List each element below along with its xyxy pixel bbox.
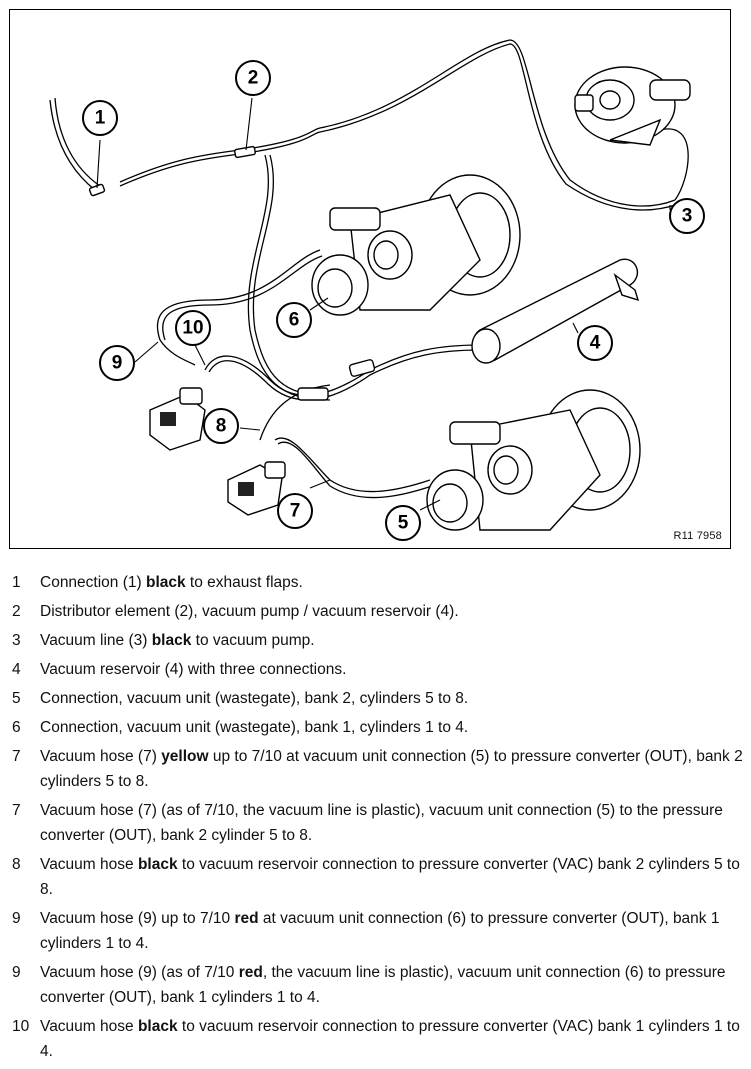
turbocharger-bank-1 (311, 174, 521, 316)
legend-item: 7 Vacuum hose (7) (as of 7/10, the vacuum… (0, 798, 751, 852)
svg-text:9: 9 (112, 353, 123, 374)
legend-number: 5 (12, 690, 21, 707)
hose-9 (156, 249, 321, 341)
legend-color-term: black (137, 856, 178, 873)
legend-number: 3 (12, 632, 21, 649)
legend-text-part: up to 7/10 at vacuum unit connection (5)… (40, 748, 743, 790)
callout-1: 1 (82, 100, 118, 136)
legend-text-part: Vacuum line (3) (40, 632, 152, 649)
turbocharger-bank-2 (426, 389, 641, 531)
hose-7 (274, 437, 431, 493)
legend-number: 10 (12, 1018, 30, 1035)
legend-text-part: to exhaust flaps. (185, 574, 303, 591)
legend-color-term: yellow (161, 748, 209, 765)
legend-text: Vacuum line (3) black to vacuum pump. (40, 628, 746, 653)
legend-text: Vacuum hose (9) (as of 7/10 red, the vac… (40, 960, 746, 1010)
callout-6: 6 (276, 302, 312, 338)
vacuum-system-figure: 1 2 3 4 5 6 7 8 9 10 R11 7958 (9, 9, 731, 549)
callout-4: 4 (577, 325, 613, 361)
pressure-converter-bank-1 (149, 387, 206, 451)
legend-text-part: to vacuum reservoir connection to pressu… (40, 856, 740, 898)
svg-text:2: 2 (248, 68, 259, 89)
legend-text-part: Connection, vacuum unit (wastegate), ban… (40, 719, 469, 736)
legend-item: 5 Connection, vacuum unit (wastegate), ba… (0, 686, 751, 715)
pressure-converter-bank-2 (227, 461, 286, 516)
svg-text:1: 1 (95, 108, 106, 129)
svg-text:4: 4 (590, 333, 601, 354)
legend-text: Connection, vacuum unit (wastegate), ban… (40, 686, 746, 711)
vacuum-reservoir (471, 258, 640, 364)
legend-number: 8 (12, 856, 21, 873)
legend-text: Vacuum hose (7) (as of 7/10, the vacuum … (40, 798, 746, 848)
legend-color-term: red (238, 964, 263, 981)
legend-text-part: Connection, vacuum unit (wastegate), ban… (40, 690, 469, 707)
vacuum-system-diagram: 1 2 3 4 5 6 7 8 9 10 (49, 39, 705, 541)
legend-text-part: Vacuum hose (7) (as of 7/10, the vacuum … (40, 802, 723, 844)
legend-item: 3 Vacuum line (3) black to vacuum pump. (0, 628, 751, 657)
legend-text: Vacuum hose black to vacuum reservoir co… (40, 1014, 746, 1064)
legend-text-part: Vacuum hose (9) (as of 7/10 (40, 964, 239, 981)
callout-7: 7 (277, 493, 313, 529)
legend-color-term: black (151, 632, 192, 649)
vacuum-pump (574, 66, 691, 146)
legend-item: 10 Vacuum hose black to vacuum reservoir … (0, 1014, 751, 1068)
hose-8 (259, 384, 331, 441)
legend-text-part: Connection (1) (40, 574, 146, 591)
legend-text-part: Vacuum hose (40, 1018, 138, 1035)
legend-text-part: to vacuum pump. (191, 632, 315, 649)
legend-item: 1 Connection (1) black to exhaust flaps. (0, 570, 751, 599)
svg-text:10: 10 (182, 318, 203, 339)
legend-text-part: Vacuum hose (40, 856, 138, 873)
callout-9: 9 (99, 345, 135, 381)
legend-number: 6 (12, 719, 21, 736)
legend-item: 9 Vacuum hose (9) (as of 7/10 red, the va… (0, 960, 751, 1014)
callout-3: 3 (669, 198, 705, 234)
svg-text:6: 6 (289, 310, 300, 331)
legend-number: 2 (12, 603, 21, 620)
legend-number: 9 (12, 910, 21, 927)
legend-number: 1 (12, 574, 21, 591)
legend-item: 4 Vacuum reservoir (4) with three connect… (0, 657, 751, 686)
legend-item: 8 Vacuum hose black to vacuum reservoir c… (0, 852, 751, 906)
svg-text:3: 3 (682, 206, 693, 227)
legend-text-part: Vacuum hose (9) up to 7/10 (40, 910, 235, 927)
legend-text: Vacuum hose black to vacuum reservoir co… (40, 852, 746, 902)
legend-number: 9 (12, 964, 21, 981)
legend-number: 7 (12, 802, 21, 819)
legend-text: Connection (1) black to exhaust flaps. (40, 570, 746, 595)
legend-text: Vacuum hose (7) yellow up to 7/10 at vac… (40, 744, 746, 794)
legend-number: 7 (12, 748, 21, 765)
svg-text:5: 5 (398, 513, 409, 534)
callout-8: 8 (203, 408, 239, 444)
legend-text: Vacuum hose (9) up to 7/10 red at vacuum… (40, 906, 746, 956)
legend-text-part: Vacuum reservoir (4) with three connecti… (40, 661, 347, 678)
legend-text-part: at vacuum unit connection (6) to pressur… (40, 910, 720, 952)
legend-text: Vacuum reservoir (4) with three connecti… (40, 657, 746, 682)
legend-item: 6 Connection, vacuum unit (wastegate), ba… (0, 715, 751, 744)
legend-item: 9 Vacuum hose (9) up to 7/10 red at vacuu… (0, 906, 751, 960)
legend-color-term: red (234, 910, 259, 927)
figure-reference: R11 7958 (673, 530, 722, 542)
legend-number: 4 (12, 661, 21, 678)
legend-item: 2 Distributor element (2), vacuum pump / … (0, 599, 751, 628)
legend-text: Distributor element (2), vacuum pump / v… (40, 599, 746, 624)
legend-text-part: , the vacuum line is plastic), vacuum un… (40, 964, 726, 1006)
legend-text-part: to vacuum reservoir connection to pressu… (40, 1018, 740, 1060)
hose-1-exhaust-flaps (49, 99, 96, 191)
callout-5: 5 (385, 505, 421, 541)
hose-main-line (119, 39, 676, 207)
hose-3-to-pump (659, 128, 689, 201)
callout-2: 2 (235, 60, 271, 96)
legend-item: 7 Vacuum hose (7) yellow up to 7/10 at va… (0, 744, 751, 798)
legend-text: Connection, vacuum unit (wastegate), ban… (40, 715, 746, 740)
legend-text-part: Distributor element (2), vacuum pump / v… (40, 603, 459, 620)
callout-10: 10 (175, 310, 211, 346)
legend-text-part: Vacuum hose (7) (40, 748, 162, 765)
legend-list: 1 Connection (1) black to exhaust flaps. 2… (0, 570, 751, 1068)
svg-text:8: 8 (216, 416, 227, 437)
svg-text:7: 7 (290, 501, 301, 522)
legend-color-term: black (145, 574, 186, 591)
legend-color-term: black (137, 1018, 178, 1035)
